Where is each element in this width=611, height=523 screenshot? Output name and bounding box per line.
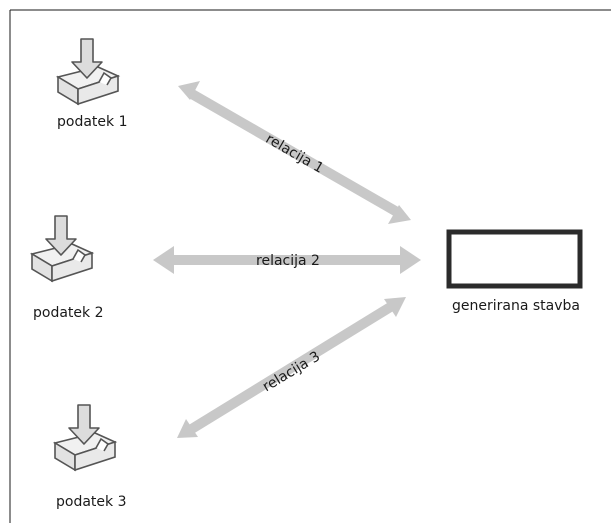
inbox-download-icon (57, 38, 119, 105)
source-label-1: podatek 1 (57, 114, 128, 130)
target-box (446, 229, 583, 289)
source-node-2: podatek 2 (31, 215, 104, 321)
relation-arrow-3 (177, 297, 406, 438)
target-node: generirana stavba (446, 229, 583, 314)
inbox-download-icon (31, 215, 93, 282)
source-node-1: podatek 1 (57, 38, 128, 130)
relation-label-3: relacija 3 (260, 349, 323, 396)
target-label: generirana stavba (452, 298, 580, 314)
relation-arrow-2 (153, 246, 421, 274)
relation-label-2: relacija 2 (256, 253, 320, 269)
inbox-download-icon (54, 404, 116, 471)
relation-arrow-1 (178, 81, 411, 224)
source-node-3: podatek 3 (54, 404, 127, 510)
source-label-2: podatek 2 (33, 305, 104, 321)
relation-label-1: relacija 1 (263, 131, 326, 177)
source-label-3: podatek 3 (56, 494, 127, 510)
